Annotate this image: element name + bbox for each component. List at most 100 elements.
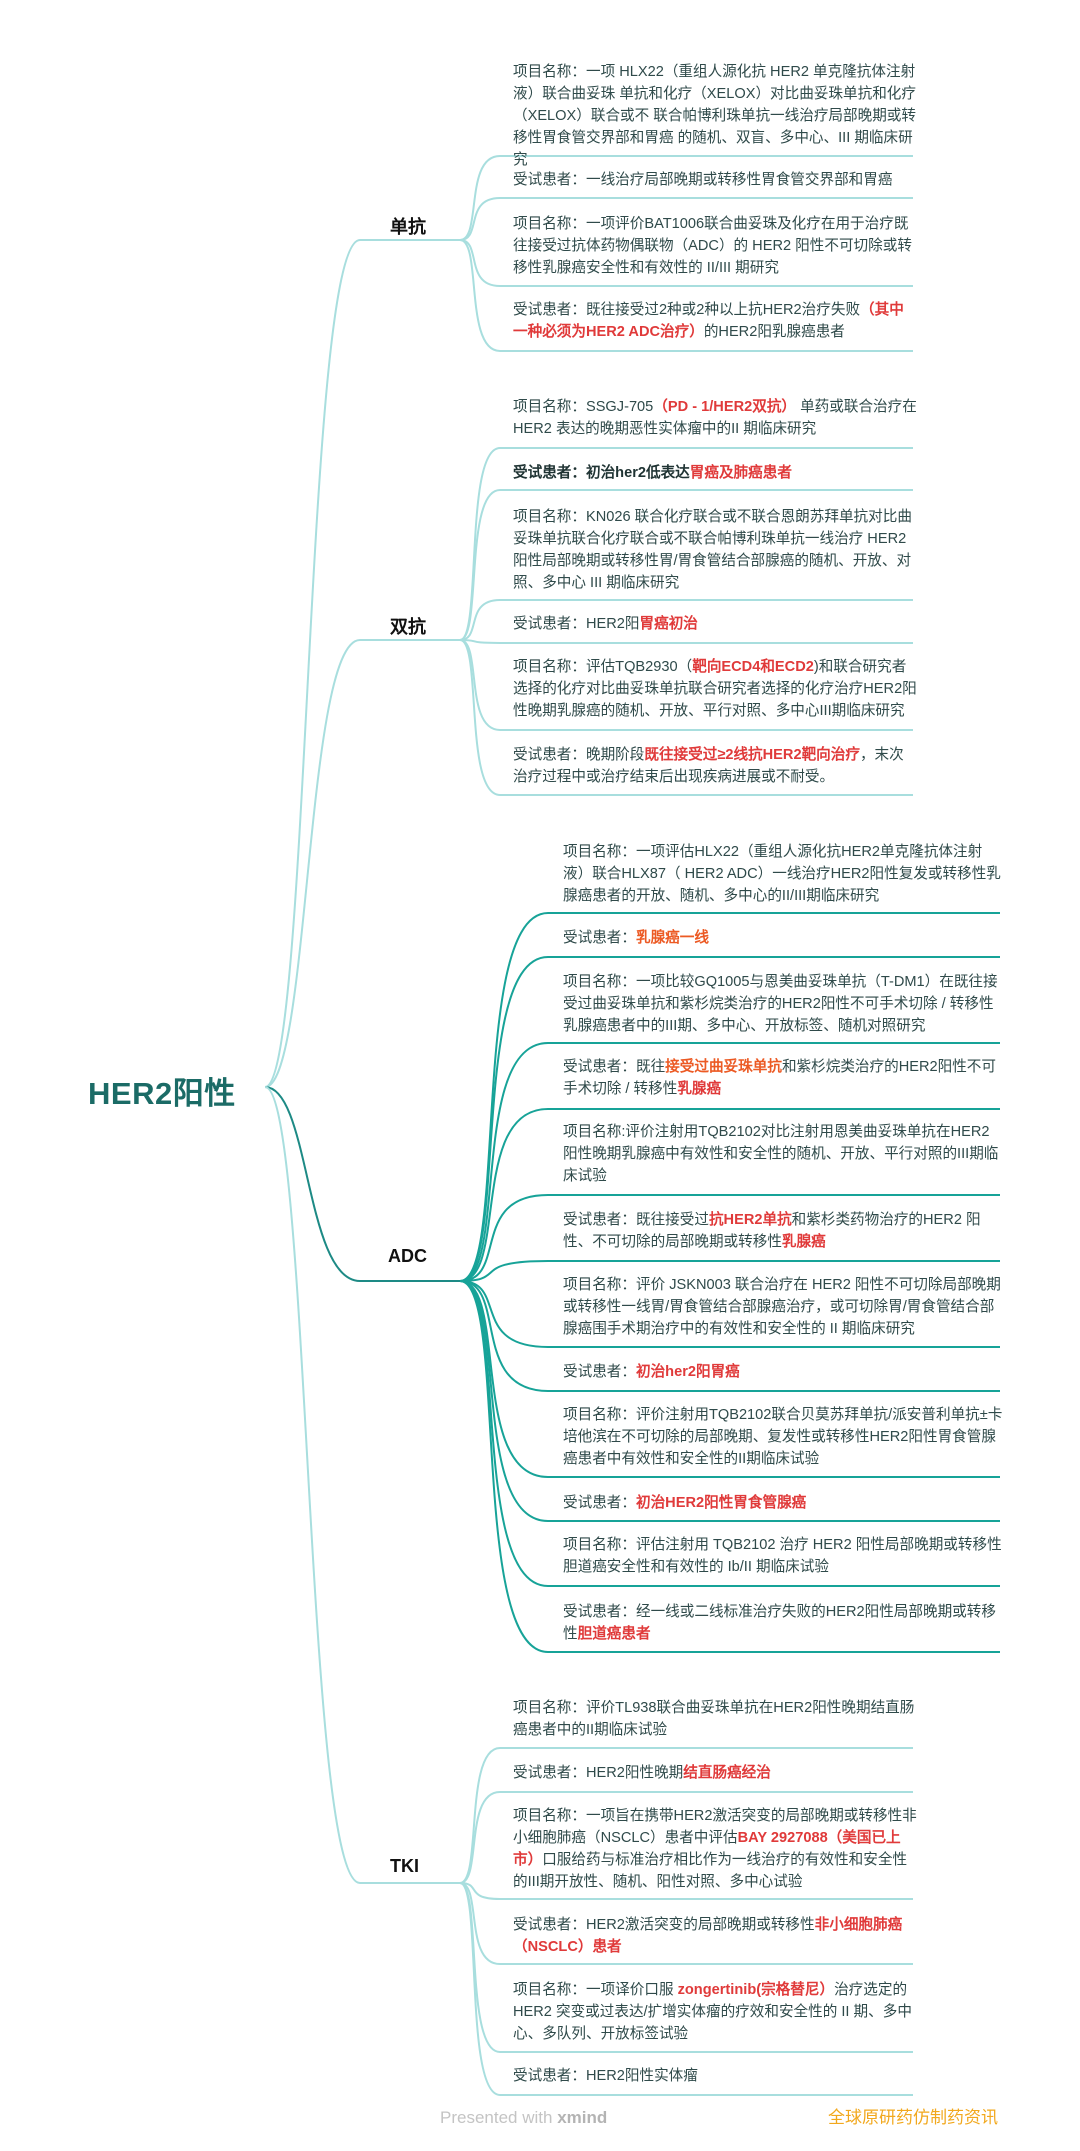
node-text: 项目名称:评价注射用TQB2102对比注射用恩美曲妥珠单抗在HER2阳性晚期乳腺… [563, 1124, 999, 1184]
leaf-connector [459, 239, 913, 287]
node-text: 项目名称：一项旨在携带HER2激活突变的局部晚期或转移性非小细胞肺癌（NSCLC… [513, 1808, 917, 1846]
project-name-node[interactable]: 项目名称：KN026 联合化疗联合或不联合恩朗苏拜单抗对比曲妥珠单抗联合化疗联合… [513, 506, 918, 594]
root-connector [264, 639, 460, 1088]
footer-text: Presented with [440, 2108, 558, 2127]
project-name-node[interactable]: 项目名称：SSGJ-705（PD - 1/HER2双抗） 单药或联合治疗在HER… [513, 396, 918, 440]
branch-topic-1[interactable]: 双抗 [390, 617, 426, 637]
patient-criteria-node[interactable]: 受试患者：初治her2阳胃癌 [563, 1361, 1003, 1383]
leaf-connector [459, 599, 913, 641]
leaf-connector [459, 489, 913, 641]
node-text: 受试患者：HER2阳性晚期 [513, 1765, 684, 1781]
node-text: 项目名称：评价TL938联合曲妥珠单抗在HER2阳性晚期结直肠癌患者中的II期临… [513, 1700, 915, 1738]
leaf-connector [459, 1108, 1000, 1282]
project-name-node[interactable]: 项目名称：一项 HLX22（重组人源化抗 HER2 单克隆抗体注射液）联合曲妥珠… [513, 61, 918, 171]
root-connector [264, 1086, 460, 1884]
node-text: 项目名称：评价 JSKN003 联合治疗在 HER2 阳性不可切除局部晚期或转移… [563, 1277, 1001, 1337]
watermark: 全球原研药仿制药资讯 [828, 2108, 998, 2127]
node-text: 项目名称：一项比较GQ1005与恩美曲妥珠单抗（T-DM1）在既往接受过曲妥珠单… [563, 974, 998, 1034]
node-text: 项目名称：一项译价口服 [513, 1982, 678, 1998]
leaf-connector [459, 1882, 913, 2096]
patient-criteria-node[interactable]: 受试患者：初治HER2阳性胃食管腺癌 [563, 1492, 1003, 1514]
patient-criteria-node[interactable]: 受试患者：一线治疗局部晚期或转移性胃食管交界部和胃癌 [513, 169, 918, 191]
branch-topic-0[interactable]: 单抗 [390, 217, 426, 237]
highlight-text: 胃癌初治 [639, 616, 698, 632]
highlight-text: 初治HER2阳性胃食管腺癌 [635, 1495, 807, 1511]
leaf-connector [459, 1260, 1000, 1282]
highlight-text: 乳腺癌 [781, 1234, 826, 1250]
highlight-text: 接受过曲妥珠单抗 [665, 1059, 782, 1075]
node-text: 和紫杉烷类治疗的HER2阳性不可手术切除 / 转移性 [563, 1059, 996, 1097]
project-name-node[interactable]: 项目名称：一项评估HLX22（重组人源化抗HER2单克隆抗体注射液）联合HLX8… [563, 841, 1003, 907]
node-text: ，末次治疗过程中或治疗结束后出现疾病进展或不耐受。 [513, 747, 904, 785]
project-name-node[interactable]: 项目名称：评估注射用 TQB2102 治疗 HER2 阳性局部晚期或转移性胆道癌… [563, 1534, 1003, 1578]
leaf-connector [459, 155, 913, 241]
node-text: 和紫杉类药物治疗的HER2 阳性、不可切除的局部晚期或转移性 [563, 1212, 981, 1250]
leaf-connector [459, 1747, 913, 1884]
project-name-node[interactable]: 项目名称：一项比较GQ1005与恩美曲妥珠单抗（T-DM1）在既往接受过曲妥珠单… [563, 971, 1003, 1037]
project-name-node[interactable]: 项目名称：评价 JSKN003 联合治疗在 HER2 阳性不可切除局部晚期或转移… [563, 1274, 1003, 1340]
node-text: 受试患者：既往 [563, 1059, 666, 1075]
patient-criteria-node[interactable]: 受试患者：既往接受过抗HER2单抗和紫杉类药物治疗的HER2 阳性、不可切除的局… [563, 1209, 1003, 1253]
node-text: 项目名称：一项评估HLX22（重组人源化抗HER2单克隆抗体注射液）联合HLX8… [563, 844, 1001, 904]
project-name-node[interactable]: 项目名称：评价注射用TQB2102联合贝莫苏拜单抗/派安普利单抗±卡培他滨在不可… [563, 1404, 1003, 1470]
highlight-text: （其中一种必须为HER2 ADC治疗） [513, 302, 904, 340]
node-text: 受试患者：经一线或二线标准治疗失败的HER2阳性局部晚期或转移性 [563, 1604, 996, 1642]
leaf-connector [459, 956, 1000, 1282]
project-name-node[interactable]: 项目名称：一项旨在携带HER2激活突变的局部晚期或转移性非小细胞肺癌（NSCLC… [513, 1805, 918, 1893]
branch-topic-2[interactable]: ADC [388, 1246, 427, 1266]
patient-criteria-node[interactable]: 受试患者：初治her2低表达胃癌及肺癌患者 [513, 462, 918, 484]
highlight-text: zongertinib(宗格替尼） [677, 1982, 835, 1998]
node-text: 项目名称：SSGJ-705 [513, 399, 654, 415]
patient-criteria-node[interactable]: 受试患者：乳腺癌一线 [563, 927, 1003, 949]
node-text: 单药或联合治疗在HER2 表达的晚期恶性实体瘤中的II 期临床研究 [513, 399, 917, 437]
node-text: 项目名称：评估TQB2930（ [513, 659, 693, 675]
node-text: 受试患者：晚期阶段 [513, 747, 645, 763]
node-text: 项目名称：一项评价BAT1006联合曲妥珠及化疗在用于治疗既往接受过抗体药物偶联… [513, 216, 912, 276]
node-text: 受试患者：HER2阳 [513, 616, 640, 632]
root-connector [264, 239, 460, 1088]
root-connector [264, 1086, 460, 1282]
leaf-connector [459, 1042, 1000, 1282]
project-name-node[interactable]: 项目名称：一项评价BAT1006联合曲妥珠及化疗在用于治疗既往接受过抗体药物偶联… [513, 213, 918, 279]
highlight-text: 受试患者：初治her2低表达 [513, 465, 690, 481]
patient-criteria-node[interactable]: 受试患者：晚期阶段既往接受过≥2线抗HER2靶向治疗，末次治疗过程中或治疗结束后… [513, 744, 918, 788]
patient-criteria-node[interactable]: 受试患者：经一线或二线标准治疗失败的HER2阳性局部晚期或转移性胆道癌患者 [563, 1601, 1003, 1645]
node-text: 治疗选定的HER2 突变或过表达/扩增实体瘤的疗效和安全性的 II 期、多中心、… [513, 1982, 912, 2042]
node-text: 受试患者：既往接受过 [563, 1212, 709, 1228]
project-name-node[interactable]: 项目名称：一项译价口服 zongertinib(宗格替尼）治疗选定的HER2 突… [513, 1979, 918, 2045]
presented-with-xmind: Presented with xmind [440, 2108, 607, 2128]
node-text: 项目名称：评估注射用 TQB2102 治疗 HER2 阳性局部晚期或转移性胆道癌… [563, 1537, 1002, 1575]
node-text: 受试患者： [563, 930, 636, 946]
project-name-node[interactable]: 项目名称：评估TQB2930（靶向ECD4和ECD2)和联合研究者选择的化疗对比… [513, 656, 918, 722]
node-text: 受试患者：既往接受过2种或2种以上抗HER2治疗失败 [513, 302, 861, 318]
leaf-connector [459, 1280, 1000, 1653]
node-text: 受试患者：HER2阳性实体瘤 [513, 2068, 698, 2084]
leaf-connector [459, 239, 913, 352]
patient-criteria-node[interactable]: 受试患者：HER2阳性晚期结直肠癌经治 [513, 1762, 918, 1784]
leaf-connector [459, 1882, 913, 1900]
highlight-text: 结直肠癌经治 [683, 1765, 771, 1781]
highlight-text: 乳腺癌一线 [635, 930, 709, 946]
leaf-connector [459, 1194, 1000, 1282]
node-text: 项目名称：评价注射用TQB2102联合贝莫苏拜单抗/派安普利单抗±卡培他滨在不可… [563, 1407, 1003, 1467]
leaf-connector [459, 639, 913, 731]
project-name-node[interactable]: 项目名称：评价TL938联合曲妥珠单抗在HER2阳性晚期结直肠癌患者中的II期临… [513, 1697, 918, 1741]
patient-criteria-node[interactable]: 受试患者：HER2阳胃癌初治 [513, 613, 918, 635]
patient-criteria-node[interactable]: 受试患者：既往接受过曲妥珠单抗和紫杉烷类治疗的HER2阳性不可手术切除 / 转移… [563, 1056, 1003, 1100]
highlight-text: BAY 2927088（美国已上市） [513, 1830, 901, 1868]
leaf-connector [459, 1280, 1000, 1522]
highlight-text: 乳腺癌 [677, 1081, 722, 1097]
patient-criteria-node[interactable]: 受试患者：HER2阳性实体瘤 [513, 2065, 918, 2087]
patient-criteria-node[interactable]: 受试患者：HER2激活突变的局部晚期或转移性非小细胞肺癌（NSCLC）患者 [513, 1914, 918, 1958]
highlight-text: 初治her2阳胃癌 [635, 1364, 740, 1380]
highlight-text: 胃癌及肺癌患者 [689, 465, 792, 481]
highlight-text: 抗HER2单抗 [708, 1212, 792, 1228]
node-text: )和联合研究者选择的化疗对比曲妥珠单抗联合研究者选择的化疗治疗HER2阳性晚期乳… [513, 659, 917, 719]
patient-criteria-node[interactable]: 受试患者：既往接受过2种或2种以上抗HER2治疗失败（其中一种必须为HER2 A… [513, 299, 918, 343]
highlight-text: 非小细胞肺癌（NSCLC）患者 [513, 1917, 903, 1955]
leaf-connector [459, 1280, 1000, 1348]
branch-topic-3[interactable]: TKI [390, 1856, 419, 1876]
project-name-node[interactable]: 项目名称:评价注射用TQB2102对比注射用恩美曲妥珠单抗在HER2阳性晚期乳腺… [563, 1121, 1003, 1187]
root-topic[interactable]: HER2阳性 [88, 1076, 236, 1111]
